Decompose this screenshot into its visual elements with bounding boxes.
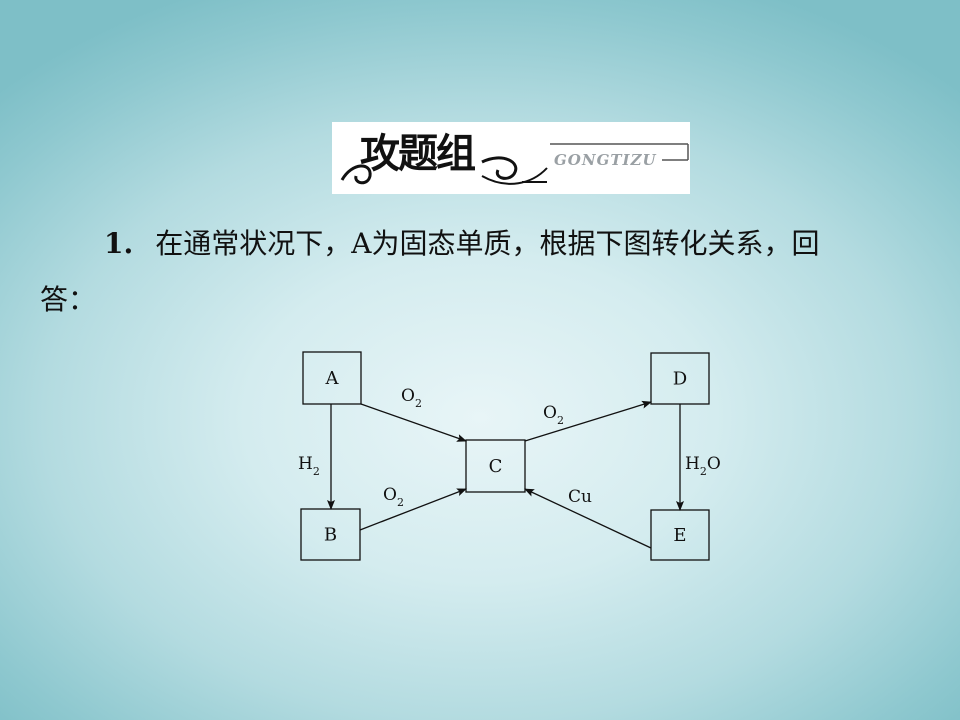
arrow-b-to-c xyxy=(359,488,467,531)
edge-label-a-c: O2 xyxy=(401,386,422,410)
node-label-c: C xyxy=(489,456,503,477)
arrow-a-to-c xyxy=(360,403,467,442)
edge-label-a-b: H2 xyxy=(298,454,320,478)
banner-subtitle: GONGTIZU xyxy=(554,151,657,169)
node-label-d: D xyxy=(673,369,687,390)
edge-label-c-d: O2 xyxy=(543,403,564,427)
question-line-2: 答： xyxy=(40,283,97,316)
arrow-e-to-c xyxy=(524,488,652,549)
node-box-d xyxy=(650,352,710,405)
banner-title: 攻题组 xyxy=(360,130,476,177)
node-label-b: B xyxy=(324,525,337,546)
node-box-c xyxy=(465,439,526,493)
node-label-e: E xyxy=(673,525,686,546)
node-box-b xyxy=(300,508,361,561)
question-line-1-text: 在通常状况下，A为固态单质，根据下图转化关系，回 xyxy=(155,227,820,260)
edge-label-d-e: H2O xyxy=(685,454,721,478)
question-number: 1. xyxy=(104,227,134,260)
node-label-a: A xyxy=(325,368,340,389)
question-line-1: 1. 在通常状况下，A为固态单质，根据下图转化关系，回 xyxy=(40,216,920,272)
banner-decoration xyxy=(340,143,689,185)
edge-label-b-c: O2 xyxy=(383,485,404,509)
node-box-e xyxy=(650,509,710,561)
arrow-c-to-d xyxy=(524,400,652,442)
edge-label-e-c: Cu xyxy=(568,487,592,507)
banner-logo: 攻题组 GONGTIZU xyxy=(332,122,690,194)
nodes-layer: A B C D E xyxy=(300,351,710,561)
question-text: 1. 在通常状况下，A为固态单质，根据下图转化关系，回 答： xyxy=(40,216,920,328)
node-box-a xyxy=(302,351,362,405)
